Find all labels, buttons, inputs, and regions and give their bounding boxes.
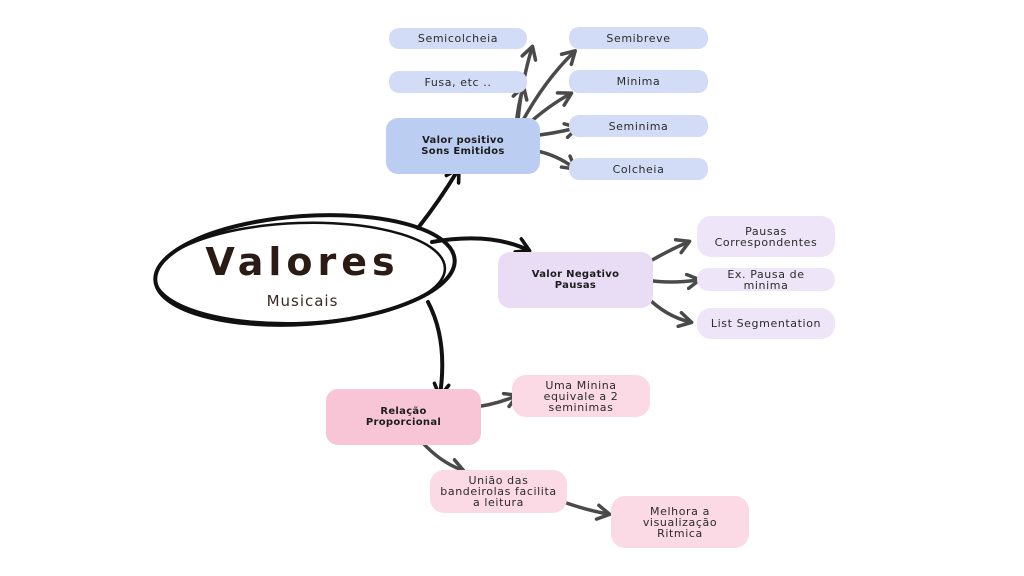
node-fusa: Fusa, etc ..	[389, 71, 527, 93]
main-branch-arrows	[416, 166, 532, 399]
node-pausa-minima: Ex. Pausa de minima	[697, 268, 835, 291]
node-list-segmentation: List Segmentation	[697, 308, 835, 339]
node-relacao-proporcional: Relação Proporcional	[326, 389, 481, 445]
node-seminima: Seminima	[569, 115, 708, 137]
node-colcheia: Colcheia	[569, 158, 708, 180]
node-valor-positivo: Valor positivo Sons Emitidos	[386, 118, 540, 174]
node-valor-negativo: Valor Negativo Pausas	[498, 252, 653, 308]
node-semicolcheia: Semicolcheia	[389, 28, 527, 49]
node-semibreve: Semibreve	[569, 27, 708, 49]
node-minima: Minima	[569, 70, 708, 93]
node-uniao-bandeirolas: União das bandeirolas facilita a leitura	[430, 470, 567, 513]
node-pausas-correspondentes: Pausas Correspondentes	[697, 216, 835, 257]
map-title: Valores	[205, 240, 400, 284]
node-minina-seminimas: Uma Minina equivale a 2 seminimas	[512, 375, 650, 417]
node-melhora-visualizacao: Melhora a visualização Ritmica	[611, 496, 749, 548]
map-subtitle: Musicais	[266, 292, 339, 310]
center-ellipse-outline	[153, 213, 457, 327]
